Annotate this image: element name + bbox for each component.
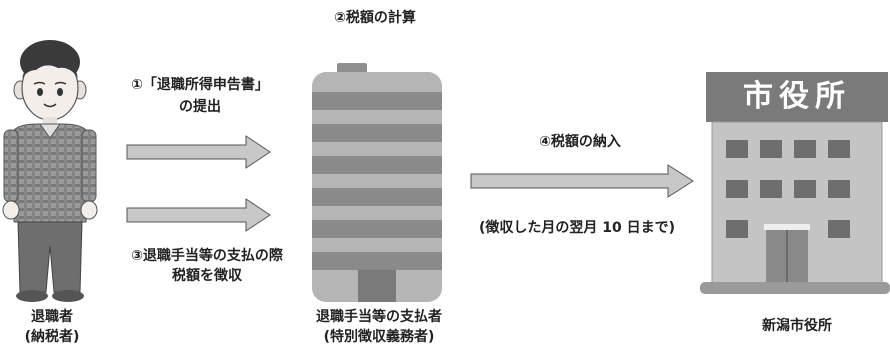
payment-deadline-label: (徴収した月の翌月 10 日まで) [478,220,676,236]
city-office-label: 新潟市役所 [762,318,832,334]
step1-label-line2: の提出 [179,99,221,115]
step4-payment-label: ④税額の納入 [539,134,621,150]
retiree-person-icon [2,40,98,302]
arrow-step1 [126,135,271,169]
step2-calculate-label: ②税額の計算 [334,10,416,26]
retiree-label-line1: 退職者 [31,309,73,325]
retiree-label-line2: (納税者) [24,329,80,345]
payer-label-line1: 退職手当等の支払者 [316,309,442,325]
step3-label-line1: ③退職手当等の支払の際 [131,248,283,264]
city-office-sign-text: 市役所 [743,79,851,114]
step3-label-line2: 税額を徴収 [172,268,242,284]
arrow-step4 [470,164,694,198]
step1-label-line1: ①「退職所得申告書」 [131,77,269,93]
payer-building-icon [312,63,442,302]
payer-label-line2: (特別徴収義務者) [323,329,435,345]
city-office-building-icon [700,72,890,294]
arrow-step3 [126,198,271,232]
